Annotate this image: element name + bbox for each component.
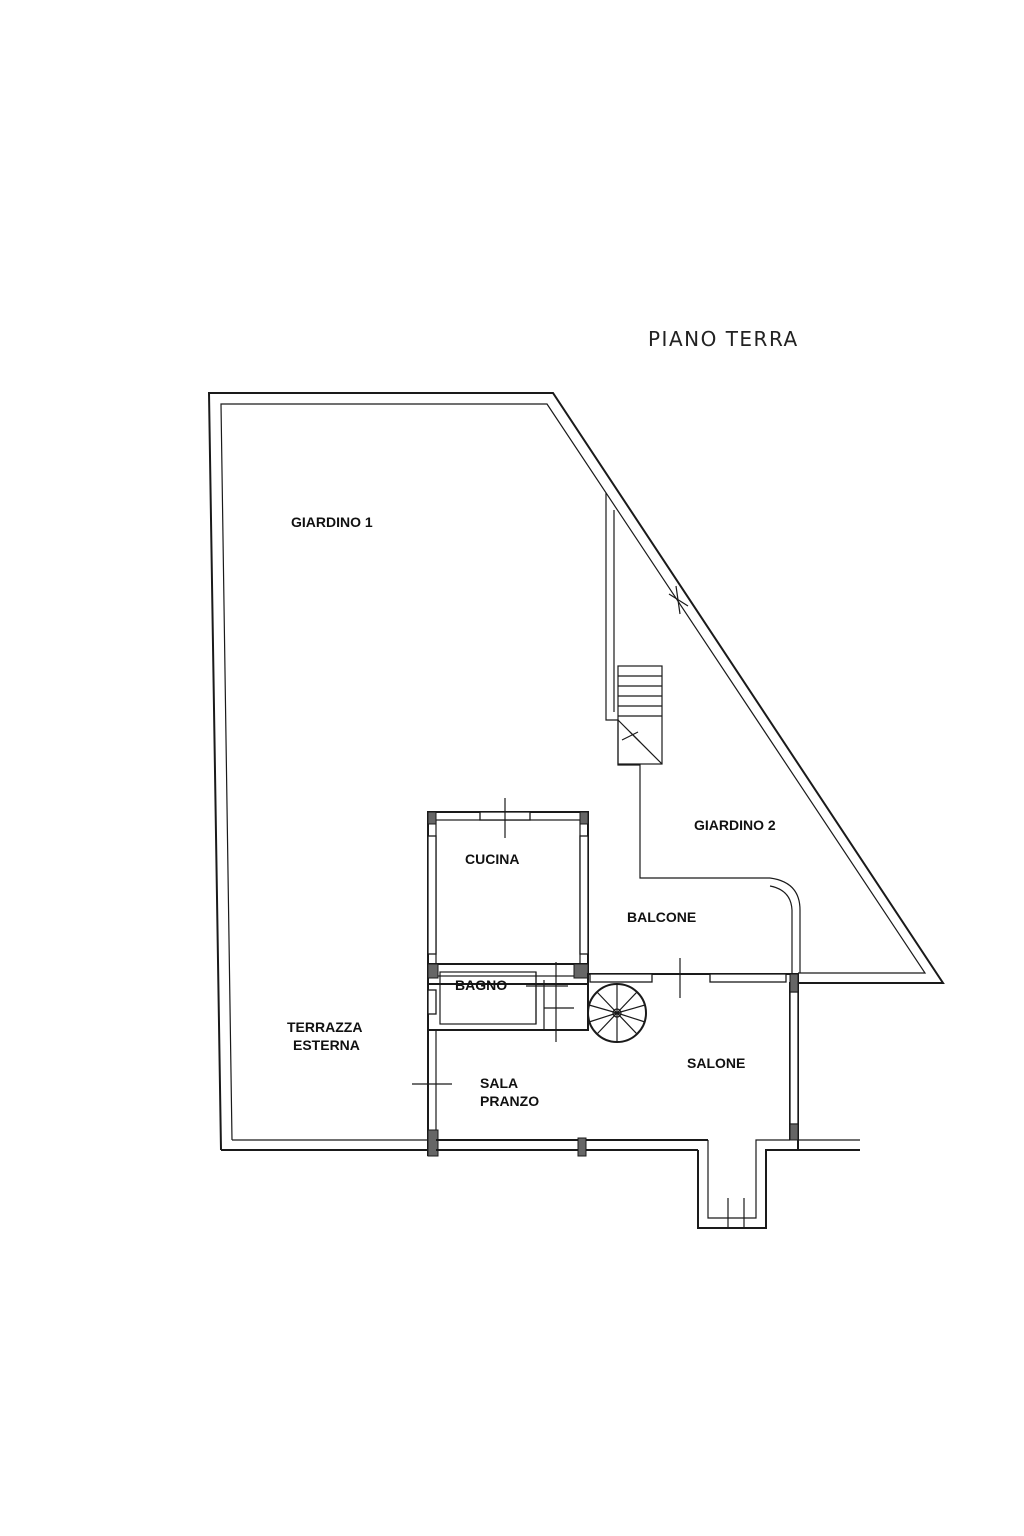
garden-2-boundary [605, 493, 801, 973]
spiral-staircase [587, 983, 647, 1043]
bathroom-walls [427, 962, 589, 1042]
outer-boundary [207, 392, 945, 1151]
room-label-giardino-2: GIARDINO 2 [694, 817, 776, 833]
room-label-balcone: BALCONE [627, 909, 696, 925]
room-label-pranzo: PRANZO [480, 1093, 539, 1109]
main-walls [412, 958, 860, 1229]
room-label-salone: SALONE [687, 1055, 745, 1071]
plan-title: PIANO TERRA [648, 327, 799, 351]
room-label-terrazza: TERRAZZA [287, 1019, 362, 1035]
exterior-stair [617, 665, 663, 765]
room-label-cucina: CUCINA [465, 851, 519, 867]
room-label-esterna: ESTERNA [293, 1037, 360, 1053]
room-label-giardino-1: GIARDINO 1 [291, 514, 373, 530]
kitchen-walls [427, 798, 589, 985]
room-label-sala: SALA [480, 1075, 518, 1091]
room-label-bagno: BAGNO [455, 977, 507, 993]
